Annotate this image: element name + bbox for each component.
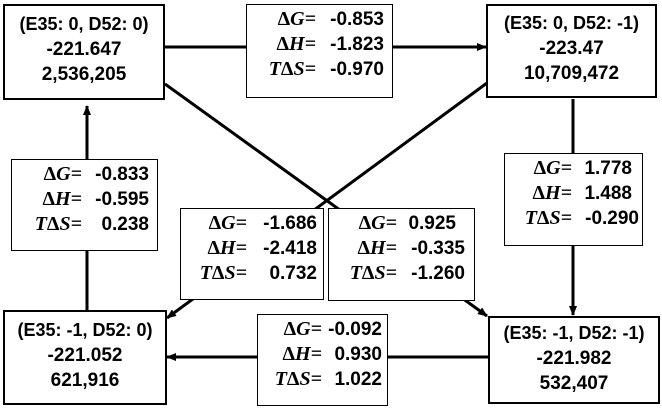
thermo-box-top-edge: ΔG=-0.853 ΔH=-1.823 TΔS=-0.970 (246, 4, 393, 98)
t-delta-s-row: TΔS=1.022 (274, 368, 382, 390)
t-delta-s-row: TΔS=0.732 (199, 262, 317, 284)
delta-g-row: ΔG=-1.686 (208, 212, 317, 234)
state-title: (E35: 0, D52: -1) (503, 13, 640, 33)
t-delta-s-row: TΔS=-0.970 (268, 58, 384, 80)
delta-g-row: ΔG=1.778 (533, 157, 632, 179)
state-energy: -221.982 (536, 348, 612, 369)
thermo-box-bottom-edge: ΔG=-0.092 ΔH=0.930 TΔS=1.022 (257, 314, 388, 406)
state-count: 10,709,472 (523, 63, 620, 84)
thermo-box-left-edge: ΔG=-0.833 ΔH=-0.595 TΔS=0.238 (11, 159, 158, 251)
state-energy: -221.052 (47, 345, 123, 366)
state-box-bottom-right: (E35: -1, D52: -1) -221.982 532,407 (488, 316, 660, 404)
delta-h-row: ΔH=0.930 (282, 343, 383, 365)
state-title: (E35: -1, D52: -1) (503, 323, 645, 343)
thermo-box-right-edge: ΔG=1.778 ΔH=1.488 TΔS=-0.290 (504, 153, 643, 246)
state-energy: -223.47 (539, 38, 604, 59)
state-title: (E35: 0, D52: 0) (19, 14, 149, 34)
delta-g-row: ΔG=-0.853 (277, 8, 384, 30)
delta-h-row: ΔH=-2.418 (207, 237, 318, 259)
t-delta-s-row: TΔS=0.238 (34, 213, 149, 235)
state-box-bottom-left: (E35: -1, D52: 0) -221.052 621,916 (3, 310, 167, 405)
state-energy: -221.647 (46, 39, 122, 60)
delta-g-row: ΔG=0.925 (358, 212, 456, 234)
state-count: 532,407 (539, 373, 609, 394)
t-delta-s-row: TΔS=-1.260 (349, 262, 465, 284)
state-box-top-right: (E35: 0, D52: -1) -223.47 10,709,472 (486, 4, 657, 98)
delta-h-row: ΔH=1.488 (532, 182, 633, 204)
state-title: (E35: -1, D52: 0) (17, 320, 153, 340)
state-count: 2,536,205 (41, 64, 127, 85)
delta-h-row: ΔH=-1.823 (276, 33, 385, 55)
thermo-box-diagonal-to-bottom-left: ΔG=-1.686 ΔH=-2.418 TΔS=0.732 (180, 208, 324, 300)
state-count: 621,916 (50, 370, 120, 391)
delta-g-row: ΔG=-0.833 (43, 163, 149, 185)
delta-h-row: ΔH=-0.335 (357, 237, 466, 259)
delta-h-row: ΔH=-0.595 (42, 188, 150, 210)
state-box-top-left: (E35: 0, D52: 0) -221.647 2,536,205 (3, 4, 165, 100)
thermo-box-diagonal-to-bottom-right: ΔG=0.925 ΔH=-0.335 TΔS=-1.260 (328, 208, 475, 301)
delta-g-row: ΔG=-0.092 (283, 318, 382, 340)
t-delta-s-row: TΔS=-0.290 (524, 207, 639, 229)
